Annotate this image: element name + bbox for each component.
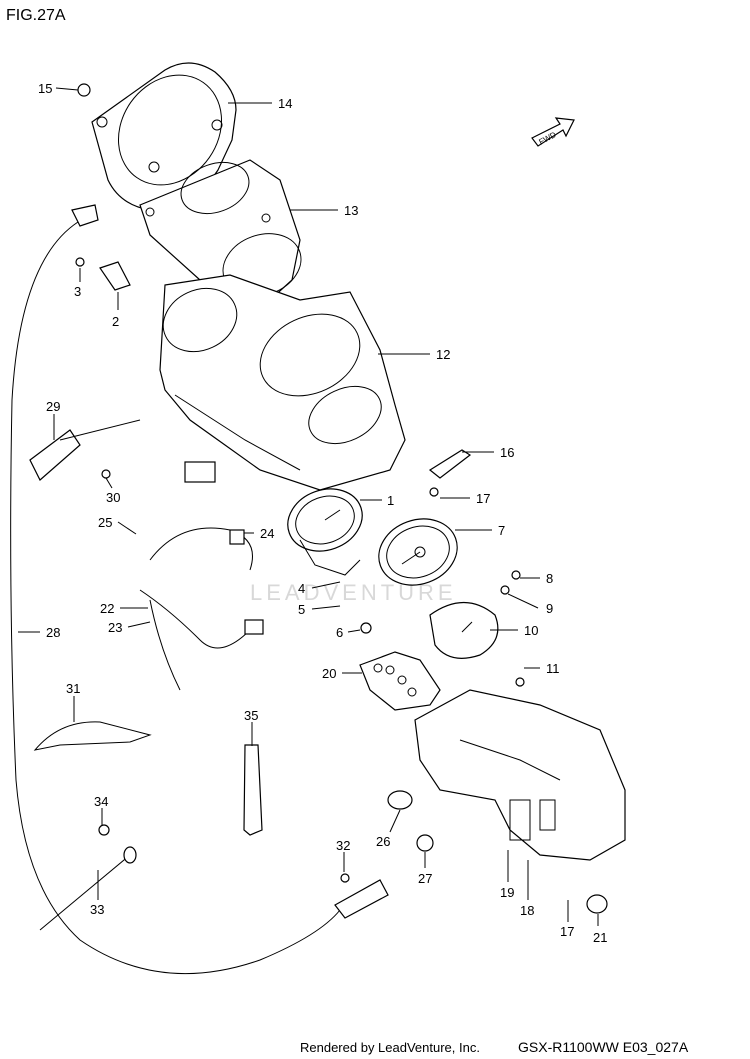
part-30-screw bbox=[101, 469, 111, 479]
callout-26: 26 bbox=[376, 834, 390, 849]
callout-13: 13 bbox=[344, 203, 358, 218]
part-26-grommet bbox=[387, 790, 413, 810]
callout-32: 32 bbox=[336, 838, 350, 853]
callout-23: 23 bbox=[108, 620, 122, 635]
part-33-clip bbox=[39, 846, 137, 931]
callout-6: 6 bbox=[336, 625, 343, 640]
part-2-bulb bbox=[99, 261, 131, 291]
part-18-lower-case bbox=[414, 689, 626, 861]
part-8-screw bbox=[511, 570, 521, 580]
fwd-arrow-icon: FWD bbox=[531, 117, 575, 147]
callout-20: 20 bbox=[322, 666, 336, 681]
part-14-meter-cover bbox=[91, 62, 237, 211]
callout-21: 21 bbox=[593, 930, 607, 945]
callout-4: 4 bbox=[298, 581, 305, 596]
callout-17a: 17 bbox=[476, 491, 490, 506]
callout-2: 2 bbox=[112, 314, 119, 329]
callout-5: 5 bbox=[298, 602, 305, 617]
callout-27: 27 bbox=[418, 871, 432, 886]
figure-title: FIG.27A bbox=[6, 7, 66, 24]
callout-11: 11 bbox=[546, 661, 560, 676]
part-11-screw bbox=[515, 677, 525, 687]
callout-12: 12 bbox=[436, 347, 450, 362]
part-20-gasket-plate bbox=[359, 651, 441, 711]
callout-30: 30 bbox=[106, 490, 120, 505]
part-15-screw bbox=[77, 83, 91, 97]
part-12-meter-case bbox=[159, 274, 406, 491]
callout-9: 9 bbox=[546, 601, 553, 616]
callout-14: 14 bbox=[278, 96, 292, 111]
callout-29: 29 bbox=[46, 399, 60, 414]
callout-31: 31 bbox=[66, 681, 80, 696]
part-16-bracket bbox=[428, 449, 472, 479]
part-27-nut bbox=[416, 834, 434, 852]
callout-35: 35 bbox=[244, 708, 258, 723]
callout-3: 3 bbox=[74, 284, 81, 299]
callout-labels: 15 14 13 3 2 12 29 16 30 1 17 25 24 7 8 … bbox=[18, 81, 607, 945]
part-17-screw bbox=[429, 487, 439, 497]
part-35-strap bbox=[243, 744, 263, 836]
callout-25: 25 bbox=[98, 515, 112, 530]
part-3-screw bbox=[75, 257, 85, 267]
part-31-bracket bbox=[33, 721, 152, 751]
part-9-screw bbox=[500, 585, 510, 595]
callout-8: 8 bbox=[546, 571, 553, 586]
callout-15: 15 bbox=[38, 81, 52, 96]
part-21-cap bbox=[586, 894, 608, 914]
callout-22: 22 bbox=[100, 601, 114, 616]
callout-24: 24 bbox=[260, 526, 274, 541]
part-32-screw bbox=[340, 873, 350, 883]
part-7-speedometer bbox=[378, 518, 458, 586]
callout-18: 18 bbox=[520, 903, 534, 918]
part-34-screw bbox=[98, 824, 110, 836]
callout-19: 19 bbox=[500, 885, 514, 900]
callout-1: 1 bbox=[387, 493, 394, 508]
callout-34: 34 bbox=[94, 794, 108, 809]
callout-16: 16 bbox=[500, 445, 514, 460]
footer-model-code: GSX-R1100WW E03_027A bbox=[518, 1039, 689, 1055]
part-28-speedometer-cable bbox=[10, 204, 389, 975]
footer-rendered-by: Rendered by LeadVenture, Inc. bbox=[300, 1040, 480, 1055]
callout-7: 7 bbox=[498, 523, 505, 538]
callout-33: 33 bbox=[90, 902, 104, 917]
part-10-temperature-gauge bbox=[429, 602, 499, 659]
part-29-clamp bbox=[29, 419, 141, 481]
part-22-wiring-harness bbox=[139, 461, 264, 691]
part-6-screw bbox=[360, 622, 372, 634]
callout-28: 28 bbox=[46, 625, 60, 640]
part-1-tachometer bbox=[287, 488, 363, 576]
callout-17b: 17 bbox=[560, 924, 574, 939]
callout-10: 10 bbox=[524, 623, 538, 638]
